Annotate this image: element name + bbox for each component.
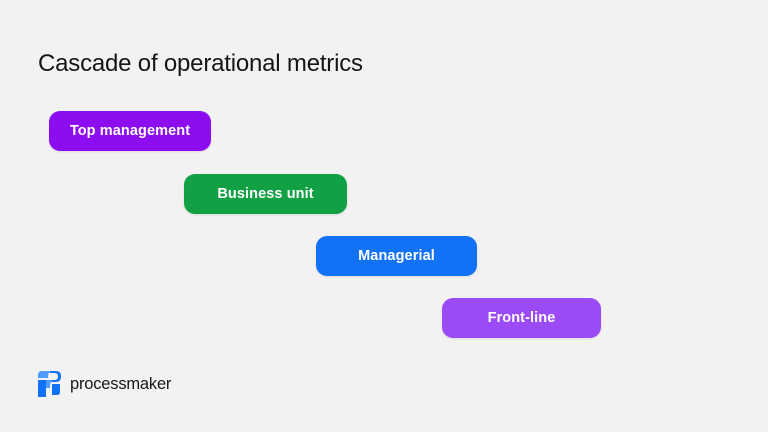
cascade-step-label: Top management: [69, 122, 191, 139]
cascade-step-top-management: Top management: [49, 111, 211, 151]
cascade-step-front-line: Front-line: [442, 298, 601, 338]
cascade-step-label: Front-line: [487, 309, 556, 326]
cascade-step-business-unit: Business unit: [184, 174, 347, 214]
cascade-step-managerial: Managerial: [316, 236, 477, 276]
cascade-step-label: Managerial: [358, 247, 435, 264]
cascade-step-label: Business unit: [217, 185, 314, 202]
brand-logo: processmaker: [36, 370, 171, 398]
processmaker-logo-icon: [36, 370, 62, 398]
brand-wordmark: processmaker: [70, 374, 172, 393]
page-title: Cascade of operational metrics: [38, 50, 363, 78]
